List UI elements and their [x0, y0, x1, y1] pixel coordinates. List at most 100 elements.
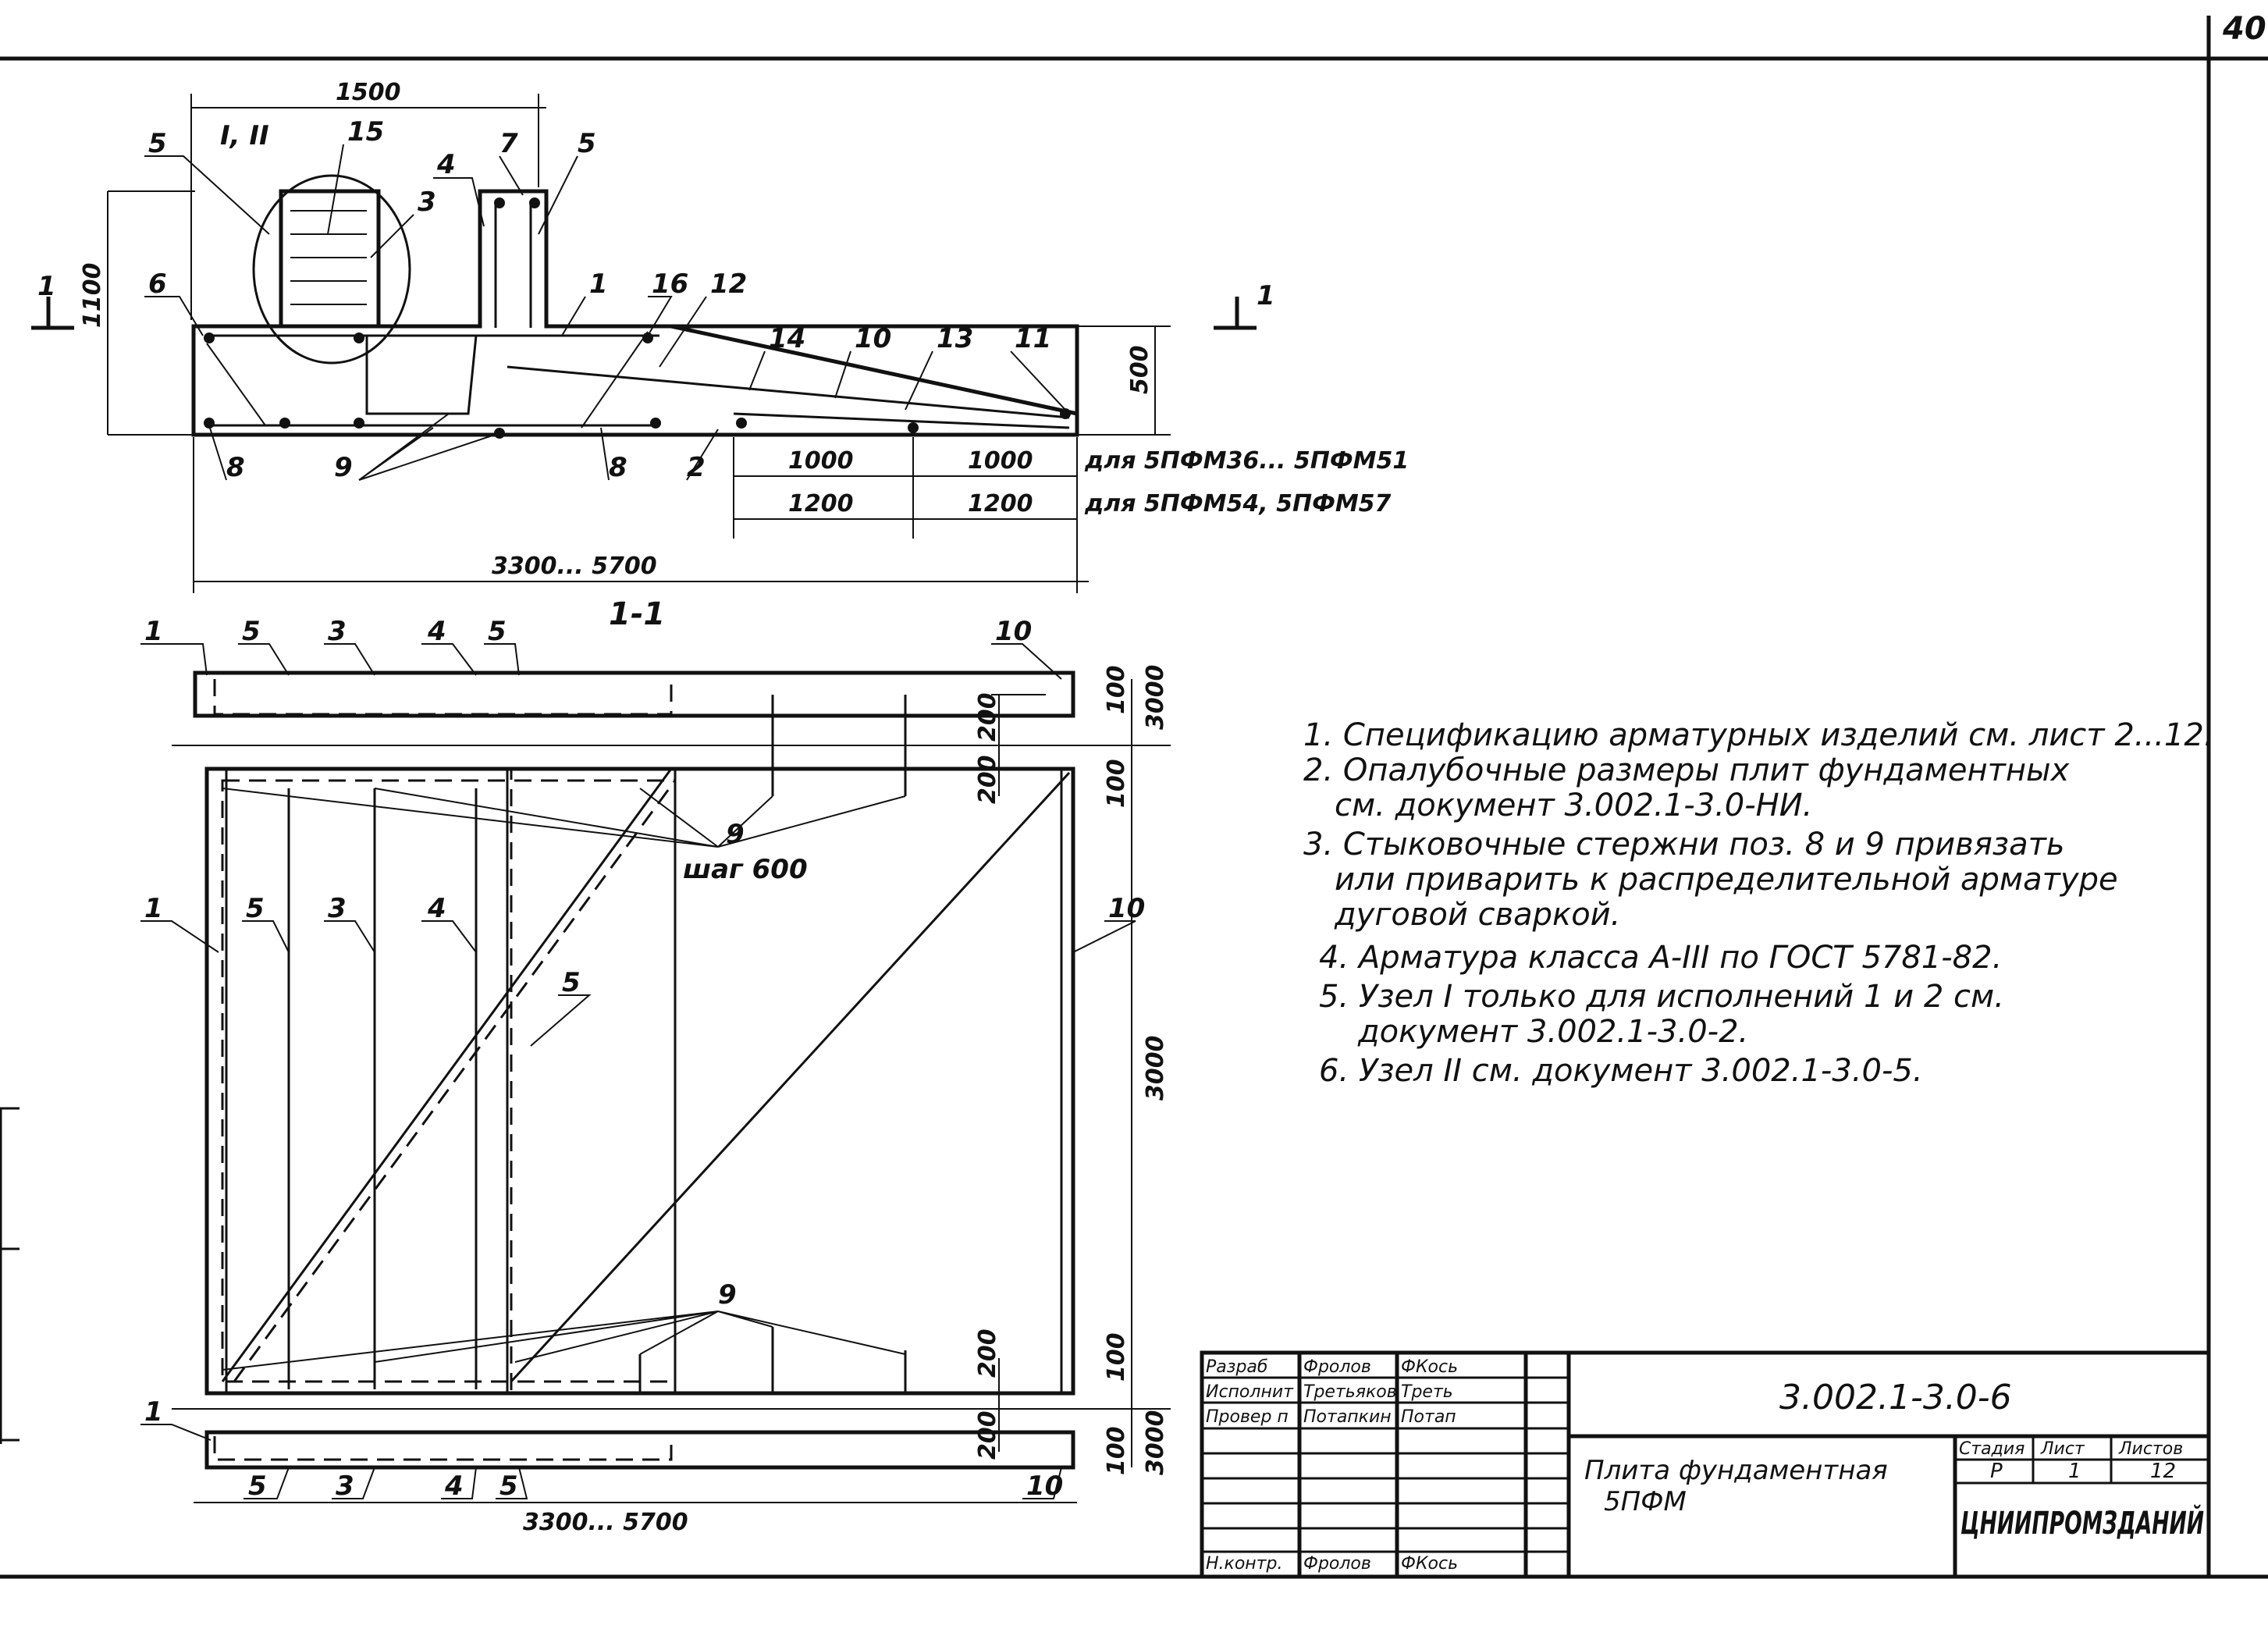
dim-3000-top: 3000: [1142, 665, 1169, 731]
tb-name: Фролов: [1303, 1357, 1371, 1377]
note-line: или приварить к распределительной армату…: [1335, 862, 2118, 898]
tb-stage-label: Стадия: [1959, 1439, 2024, 1459]
section-position-labels: 5 15 3 4 7 5 6 1 16 12 14 10 13 11 8 9 8…: [148, 116, 1051, 483]
tb-sign: ФКось: [1401, 1554, 1458, 1574]
plan-bottom-pos: 10: [1026, 1471, 1063, 1502]
plan-top-pos: 10: [995, 616, 1032, 647]
tb-sheet: 1: [2068, 1460, 2081, 1483]
section-pos-label: 13: [937, 323, 973, 354]
section-pos-label: 12: [710, 269, 747, 300]
tb-title-line1: Плита фундаментная: [1584, 1455, 1888, 1486]
plan-bottom-pos: 5: [248, 1471, 267, 1502]
section-pos-label: 3: [418, 187, 436, 218]
section-pos-label: 10: [855, 323, 891, 354]
dim-100-bot2: 100: [1103, 1426, 1130, 1475]
dim-width-top: 1500: [336, 79, 401, 106]
plan-mid-pos: 5: [246, 893, 265, 924]
note-line: см. документ 3.002.1-3.0-НИ.: [1335, 788, 1812, 823]
tb-role: Провер п: [1206, 1407, 1289, 1427]
tb-sheets: 12: [2150, 1460, 2176, 1483]
section-mark-left: 1: [37, 271, 56, 302]
tb-sheet-label: Лист: [2040, 1439, 2085, 1459]
tb-sign: Треть: [1401, 1382, 1453, 1402]
section-title: 1-1: [609, 596, 665, 632]
plan-pitch-label: шаг 600: [683, 854, 808, 885]
section-pos-label: 1: [589, 269, 608, 300]
plan-bottom-pos: 4: [444, 1471, 464, 1502]
section-pos-label: 5: [148, 128, 167, 159]
plan-top-pos: 1: [144, 616, 163, 647]
step-row1-b: 1000: [968, 447, 1033, 475]
note-line: 4. Арматура класса А-III по ГОСТ 5781-82…: [1319, 940, 2002, 976]
section-view: [31, 94, 1257, 593]
tb-title-line2: 5ПФМ: [1604, 1486, 1687, 1517]
dim-total-section: 3300... 5700: [492, 553, 657, 580]
note-line: 1. Спецификацию арматурных изделий см. л…: [1303, 717, 2214, 753]
plan-pos-9-bottom: 9: [718, 1279, 737, 1311]
tb-stage: Р: [1990, 1460, 2003, 1483]
section-pos-label: 4: [436, 149, 456, 180]
plan-pos-9-top: 9: [726, 819, 745, 850]
dim-200-top: 200: [974, 692, 1001, 742]
tb-sheets-label: Листов: [2118, 1439, 2183, 1459]
dim-slab-thickness: 500: [1126, 345, 1154, 394]
tb-org: ЦНИИПРОМЗДАНИЙ: [1961, 1504, 2204, 1542]
plan-top-leaders: [140, 643, 1062, 680]
plan-top-labels: 1 5 3 4 5 10: [144, 616, 1032, 647]
note-line: 3. Стыковочные стержни поз. 8 и 9 привяз…: [1303, 827, 2064, 862]
tb-name: Потапкин: [1303, 1407, 1392, 1427]
section-pos-label: 8: [609, 452, 627, 483]
tb-name: Фролов: [1303, 1554, 1371, 1574]
plan-mid-pos: 3: [328, 893, 347, 924]
section-pos-label: 14: [769, 323, 805, 354]
plan-mid-pos: 1: [144, 893, 163, 924]
section-pos-label: 9: [334, 452, 353, 483]
plan-mid-labels: 1 5 3 4 5 10: [144, 893, 1145, 998]
section-pos-label: 16: [652, 269, 688, 300]
section-pos-label: 8: [226, 452, 245, 483]
tb-name: Третьяков: [1303, 1382, 1397, 1402]
section-pos-label: 6: [148, 269, 167, 300]
step-row1-note: для 5ПФМ36... 5ПФМ51: [1084, 447, 1409, 475]
plan-top-pos: 3: [328, 616, 347, 647]
dim-3000-mid: 3000: [1142, 1036, 1169, 1101]
section-mark-right: 1: [1257, 280, 1275, 311]
plan-bottom-pos: 1: [144, 1396, 163, 1428]
step-row2-note: для 5ПФМ54, 5ПФМ57: [1084, 490, 1392, 517]
tb-role: Исполнит: [1206, 1382, 1294, 1402]
plan-mid-pos: 4: [427, 893, 446, 924]
notes: 1. Спецификацию арматурных изделий см. л…: [1303, 717, 2214, 1089]
section-pos-label: 15: [347, 116, 384, 148]
note-line: 2. Опалубочные размеры плит фундаментных: [1303, 752, 2070, 788]
note-line: дуговой сваркой.: [1334, 897, 1620, 933]
section-pos-label: 2: [687, 452, 706, 483]
tb-sign: Потап: [1401, 1407, 1456, 1427]
dim-100-bot: 100: [1103, 1332, 1130, 1382]
note-line: 5. Узел I только для исполнений 1 и 2 см…: [1319, 979, 2004, 1015]
plan-bottom-pos: 5: [499, 1471, 518, 1502]
dim-200-bot: 200: [974, 1328, 1001, 1378]
section-pos-label: 5: [578, 128, 596, 159]
plan-bottom-pos: 3: [336, 1471, 354, 1502]
section-leaders: [144, 144, 1066, 481]
node-labels: I, II: [220, 120, 269, 151]
plan-mid-leaders: [140, 920, 1136, 1047]
plan-top-pos: 5: [242, 616, 261, 647]
step-row1-a: 1000: [788, 447, 854, 475]
plan-mid-pos: 10: [1108, 893, 1145, 924]
dim-100-top: 100: [1103, 665, 1130, 714]
plan-bottom-leaders: [140, 1424, 1062, 1499]
tb-sign: ФКось: [1401, 1357, 1458, 1377]
dim-100-mid: 100: [1103, 759, 1130, 808]
step-row2-b: 1200: [968, 490, 1033, 517]
tb-role: Разраб: [1206, 1357, 1267, 1377]
plan-view: [172, 670, 1171, 1503]
doc-code: 3.002.1-3.0-6: [1779, 1378, 2012, 1417]
plan-top-pos: 4: [427, 616, 446, 647]
node-callout-ellipse: [252, 174, 411, 365]
page-number: 40: [2222, 11, 2266, 47]
dim-height: 1100: [79, 263, 106, 329]
dim-3000-bottom: 3000: [1142, 1410, 1169, 1476]
note-line: 6. Узел II см. документ 3.002.1-3.0-5.: [1319, 1053, 1923, 1089]
